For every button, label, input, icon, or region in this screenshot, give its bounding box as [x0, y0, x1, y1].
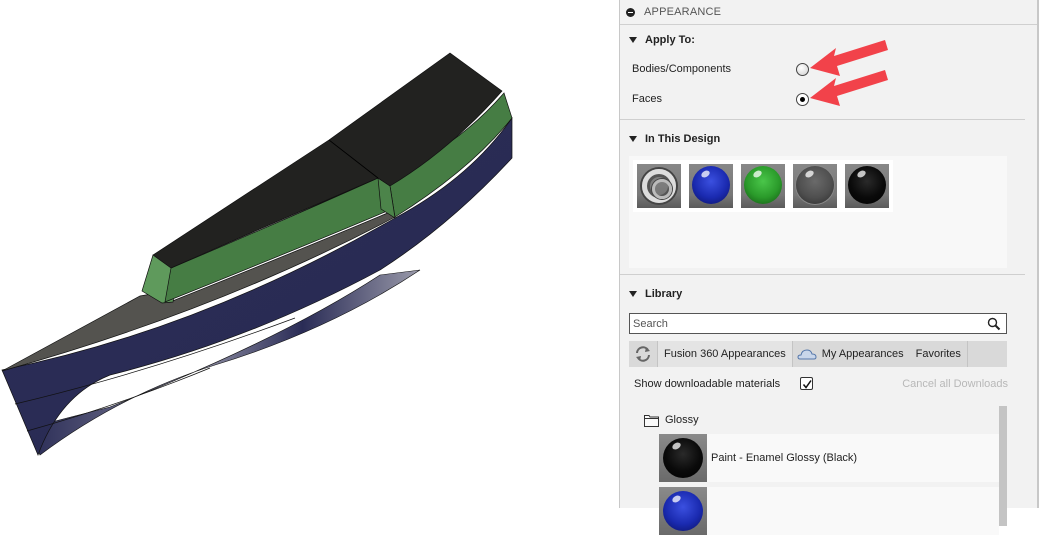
blue-sphere-icon [663, 491, 703, 531]
option-faces[interactable]: Faces [620, 84, 1025, 114]
search-icon[interactable] [987, 317, 1001, 331]
panel-header[interactable]: APPEARANCE [620, 0, 1037, 25]
item-thumbnail [659, 434, 707, 482]
refresh-icon [636, 346, 650, 362]
3d-viewport[interactable] [0, 0, 619, 508]
in-this-design-section: In This Design [620, 120, 1025, 275]
apply-to-section: Apply To: Bodies/Components Faces [620, 25, 1025, 120]
annotation-arrows [810, 40, 888, 106]
tab-label: Fusion 360 Appearances [664, 348, 786, 360]
faces-label: Faces [632, 93, 662, 105]
faces-radio[interactable] [796, 92, 809, 106]
library-search[interactable] [629, 313, 1007, 334]
refresh-button[interactable] [629, 341, 657, 367]
expand-triangle-icon [629, 291, 637, 297]
appearance-panel: APPEARANCE Apply To: Bodies/Components F… [619, 0, 1039, 535]
list-item[interactable]: Paint - Enamel Glossy (Black) [659, 434, 999, 482]
appearance-list: Glossy Paint - Enamel Glossy (Black) [620, 406, 1037, 535]
black-sphere-icon [663, 438, 703, 478]
apply-to-title: Apply To: [645, 34, 695, 46]
item-label: Paint - Enamel Glossy (Black) [711, 452, 858, 464]
tab-my-appearances[interactable]: My Appearances [793, 341, 910, 367]
3d-model[interactable] [0, 0, 619, 508]
library-section: Library Fusion 360 Appearances [620, 275, 1037, 535]
swatch-gray[interactable] [793, 164, 837, 208]
cancel-all-downloads-link[interactable]: Cancel all Downloads [902, 378, 1008, 390]
arrow-icon [810, 40, 888, 76]
swatch-green[interactable] [741, 164, 785, 208]
apply-to-header[interactable]: Apply To: [620, 30, 1025, 50]
arrow-icon [810, 70, 888, 106]
in-this-design-header[interactable]: In This Design [620, 129, 1025, 149]
green-sphere-icon [744, 166, 782, 204]
gray-sphere-icon [796, 166, 834, 204]
folder-icon [644, 414, 659, 427]
search-input[interactable] [633, 317, 983, 330]
show-downloadable-checkbox[interactable] [800, 377, 813, 390]
in-this-design-title: In This Design [645, 133, 721, 145]
list-item[interactable] [659, 487, 999, 535]
checkmark-icon [802, 380, 812, 389]
blue-sphere-icon [692, 166, 730, 204]
bodies-components-label: Bodies/Components [632, 63, 732, 75]
swatch-blue[interactable] [689, 164, 733, 208]
item-thumbnail [659, 487, 707, 535]
option-bodies-components[interactable]: Bodies/Components [620, 54, 1025, 84]
collapse-icon[interactable] [626, 7, 635, 17]
tab-fusion-360-appearances[interactable]: Fusion 360 Appearances [657, 341, 793, 367]
library-header[interactable]: Library [620, 284, 1037, 304]
library-title: Library [645, 288, 683, 300]
swatch-chrome[interactable] [637, 164, 681, 208]
design-appearances-box [629, 156, 1007, 268]
black-sphere-icon [848, 166, 886, 204]
bodies-components-radio[interactable] [796, 62, 809, 76]
cloud-icon [797, 349, 817, 360]
folder-glossy[interactable]: Glossy [620, 406, 1037, 434]
chrome-ring-icon [642, 169, 676, 203]
expand-triangle-icon [629, 136, 637, 142]
show-downloadable-label: Show downloadable materials [634, 378, 781, 390]
expand-triangle-icon [629, 37, 637, 43]
list-scrollbar[interactable] [999, 406, 1007, 526]
tab-label: My Appearances [821, 348, 904, 360]
swatch-black[interactable] [845, 164, 889, 208]
tab-label: Favorites [915, 348, 961, 360]
tab-favorites[interactable]: Favorites [910, 341, 968, 367]
library-tabs: Fusion 360 Appearances My Appearances Fa… [629, 341, 1007, 367]
panel-title: APPEARANCE [644, 6, 722, 18]
folder-label: Glossy [665, 414, 699, 426]
downloadable-row: Show downloadable materials Cancel all D… [634, 374, 1008, 394]
